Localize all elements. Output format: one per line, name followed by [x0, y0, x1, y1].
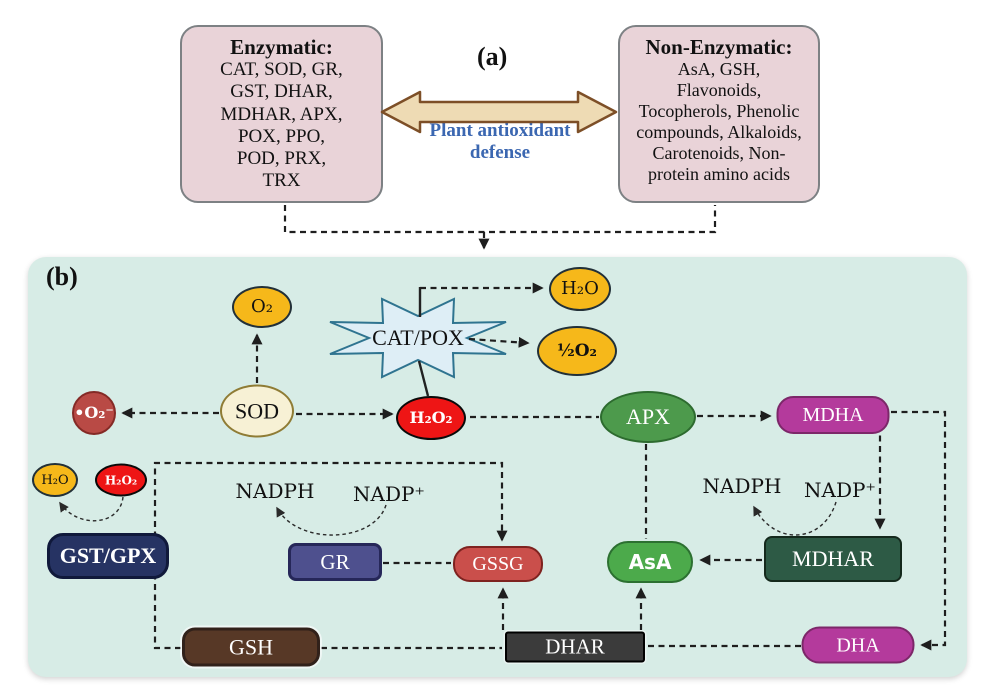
panel-b-label: (b)	[46, 262, 78, 291]
h2o2-small-node: H₂O₂	[95, 463, 147, 497]
non-enzymatic-line: Tocopherols, Phenolic	[638, 101, 800, 122]
dhar-label: DHAR	[545, 634, 605, 659]
gssg-label: GSSG	[472, 553, 524, 575]
panel-a-label: (a)	[477, 42, 508, 71]
gst-gpx-node: GST/GPX	[47, 533, 169, 579]
gst-gpx-label: GST/GPX	[59, 543, 157, 568]
sod-node: SOD	[220, 384, 294, 438]
enzymatic-line: POD, PRX,	[236, 148, 327, 170]
h2o-small-node: H₂O	[32, 463, 78, 497]
enzymatic-box: Enzymatic: CAT, SOD, GR, GST, DHAR, MDHA…	[180, 25, 383, 203]
cat-pox-label: CAT/POX	[372, 325, 464, 350]
h2o2-label: H₂O₂	[409, 408, 453, 427]
superoxide-label: •O₂⁻	[74, 403, 114, 422]
connector-boxes-line	[283, 205, 717, 234]
enzymatic-line: TRX	[262, 170, 301, 192]
nadp-plus-left-label: NADP⁺	[353, 482, 425, 506]
gsh-node: GSH	[182, 627, 320, 667]
non-enzymatic-line: protein amino acids	[648, 164, 790, 185]
dha-node: DHA	[801, 626, 915, 664]
h2o-top-node: H₂O	[549, 267, 611, 311]
o2-node: O₂	[232, 286, 292, 328]
non-enzymatic-line: AsA, GSH,	[677, 59, 761, 80]
non-enzymatic-line: Flavonoids,	[676, 80, 762, 101]
sod-label: SOD	[234, 398, 279, 423]
non-enzymatic-line: compounds, Alkaloids,	[636, 122, 802, 143]
half-o2-label: ½O₂	[557, 340, 597, 361]
gssg-node: GSSG	[453, 546, 543, 582]
mdha-label: MDHA	[802, 404, 864, 426]
plant-antioxidant-defense-caption: Plant antioxidant defense	[400, 120, 600, 164]
nadp-plus-right-label: NADP⁺	[804, 478, 876, 502]
gsh-label: GSH	[228, 634, 273, 659]
caption-line-2: defense	[469, 141, 531, 163]
o2-label: O₂	[251, 296, 273, 317]
caption-line-1: Plant antioxidant	[429, 120, 571, 141]
enzymatic-line: CAT, SOD, GR,	[220, 59, 343, 81]
panel-b-background	[28, 257, 967, 677]
asa-label: AsA	[628, 550, 672, 574]
half-o2-node: ½O₂	[537, 326, 617, 376]
enzymatic-line: MDHAR, APX,	[220, 103, 343, 125]
nadph-right-label: NADPH	[702, 474, 782, 498]
mdha-node: MDHA	[776, 396, 890, 434]
enzymatic-title: Enzymatic:	[230, 35, 333, 59]
h2o-small-label: H₂O	[41, 472, 69, 488]
h2o-top-label: H₂O	[561, 278, 599, 299]
enzymatic-line: GST, DHAR,	[230, 81, 333, 103]
enzymatic-line: POX, PPO,	[237, 125, 326, 147]
mdhar-label: MDHAR	[792, 546, 874, 571]
dhar-node: DHAR	[505, 631, 645, 663]
dha-label: DHA	[836, 634, 880, 656]
non-enzymatic-box: Non-Enzymatic: AsA, GSH, Flavonoids, Toc…	[618, 25, 820, 203]
non-enzymatic-line: Carotenoids, Non-	[652, 143, 786, 164]
gr-node: GR	[288, 543, 382, 581]
mdhar-node: MDHAR	[764, 536, 902, 582]
apx-node: APX	[600, 391, 696, 443]
gr-label: GR	[320, 549, 350, 574]
h2o2-small-label: H₂O₂	[104, 473, 138, 487]
superoxide-node: •O₂⁻	[72, 391, 116, 435]
nadph-left-label: NADPH	[235, 479, 315, 503]
h2o2-node: H₂O₂	[396, 396, 466, 440]
apx-label: APX	[625, 404, 670, 429]
non-enzymatic-title: Non-Enzymatic:	[645, 35, 793, 59]
asa-node: AsA	[607, 541, 693, 583]
